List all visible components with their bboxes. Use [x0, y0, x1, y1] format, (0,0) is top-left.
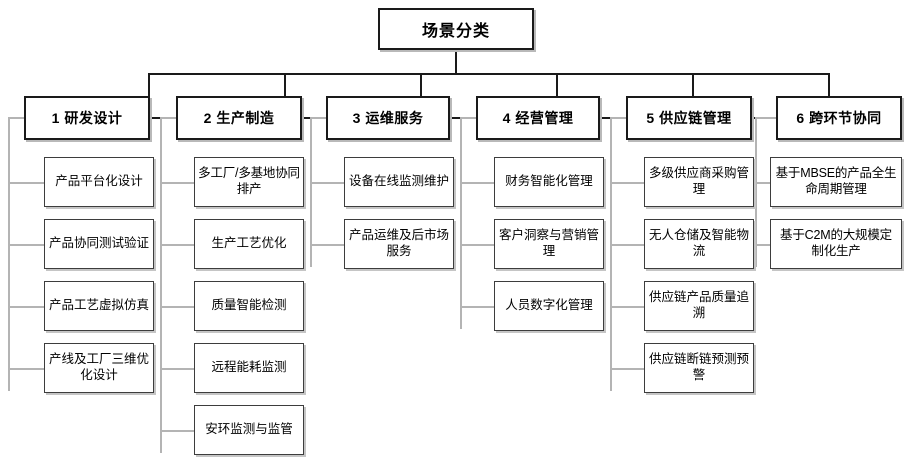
connector-drop-col-6 [828, 73, 830, 118]
connector-child-trunk-col-3 [310, 117, 312, 267]
connector-child-stub-2-5 [160, 430, 194, 432]
leaf-box-6-1[interactable]: 基于MBSE的产品全生命周期管理 [770, 157, 902, 207]
leaf-box-1-1[interactable]: 产品平台化设计 [44, 157, 154, 207]
connector-child-stub-6-2 [755, 244, 770, 246]
leaf-box-4-3[interactable]: 人员数字化管理 [494, 281, 604, 331]
connector-child-stub-5-3 [610, 306, 644, 308]
leaf-box-5-4[interactable]: 供应链断链预测预警 [644, 343, 754, 393]
connector-drop-col-5 [692, 73, 694, 118]
connector-child-stub-5-1 [610, 182, 644, 184]
connector-child-entry-col-3 [310, 117, 326, 119]
category-box-1[interactable]: 1 研发设计 [24, 96, 150, 140]
connector-child-stub-2-2 [160, 244, 194, 246]
category-box-4[interactable]: 4 经营管理 [476, 96, 600, 140]
connector-child-entry-col-6 [755, 117, 776, 119]
leaf-box-3-2[interactable]: 产品运维及后市场服务 [344, 219, 454, 269]
category-box-6[interactable]: 6 跨环节协同 [776, 96, 902, 140]
connector-child-stub-2-1 [160, 182, 194, 184]
connector-child-trunk-col-2 [160, 117, 162, 453]
connector-child-entry-col-2 [160, 117, 176, 119]
connector-child-stub-4-3 [460, 306, 494, 308]
connector-drop-col-2 [284, 73, 286, 118]
connector-child-trunk-col-5 [610, 117, 612, 391]
category-box-2[interactable]: 2 生产制造 [176, 96, 302, 140]
connector-child-stub-1-4 [8, 368, 44, 370]
leaf-box-4-1[interactable]: 财务智能化管理 [494, 157, 604, 207]
connector-child-entry-col-4 [460, 117, 476, 119]
connector-child-entry-col-1 [8, 117, 24, 119]
connector-child-stub-1-3 [8, 306, 44, 308]
connector-child-stub-5-2 [610, 244, 644, 246]
connector-child-trunk-col-4 [460, 117, 462, 329]
connector-child-stub-3-2 [310, 244, 344, 246]
leaf-box-1-4[interactable]: 产线及工厂三维优化设计 [44, 343, 154, 393]
connector-stub-col-2 [284, 117, 326, 119]
connector-drop-col-1 [148, 73, 150, 118]
connector-child-stub-1-1 [8, 182, 44, 184]
connector-child-entry-col-5 [610, 117, 626, 119]
leaf-box-2-1[interactable]: 多工厂/多基地协同排产 [194, 157, 304, 207]
leaf-box-2-4[interactable]: 远程能耗监测 [194, 343, 304, 393]
leaf-box-1-2[interactable]: 产品协同测试验证 [44, 219, 154, 269]
connector-child-trunk-col-1 [8, 117, 10, 391]
leaf-box-2-5[interactable]: 安环监测与监管 [194, 405, 304, 455]
leaf-box-5-3[interactable]: 供应链产品质量追溯 [644, 281, 754, 331]
category-box-3[interactable]: 3 运维服务 [326, 96, 450, 140]
connector-child-stub-6-1 [755, 182, 770, 184]
leaf-box-5-2[interactable]: 无人仓储及智能物流 [644, 219, 754, 269]
connector-drop-col-3 [420, 73, 422, 118]
leaf-box-2-2[interactable]: 生产工艺优化 [194, 219, 304, 269]
leaf-box-3-1[interactable]: 设备在线监测维护 [344, 157, 454, 207]
leaf-box-2-3[interactable]: 质量智能检测 [194, 281, 304, 331]
leaf-box-6-2[interactable]: 基于C2M的大规模定制化生产 [770, 219, 902, 269]
leaf-box-4-2[interactable]: 客户洞察与营销管理 [494, 219, 604, 269]
root-node-scenario-classification[interactable]: 场景分类 [378, 8, 534, 50]
leaf-box-5-1[interactable]: 多级供应商采购管理 [644, 157, 754, 207]
connector-drop-col-4 [556, 73, 558, 118]
connector-child-stub-2-3 [160, 306, 194, 308]
connector-main-bus [148, 73, 828, 75]
connector-child-stub-2-4 [160, 368, 194, 370]
category-box-5[interactable]: 5 供应链管理 [626, 96, 752, 140]
connector-child-stub-3-1 [310, 182, 344, 184]
connector-child-trunk-col-6 [755, 117, 757, 267]
connector-child-stub-1-2 [8, 244, 44, 246]
connector-child-stub-5-4 [610, 368, 644, 370]
connector-child-stub-4-2 [460, 244, 494, 246]
connector-root-stem [455, 50, 457, 74]
leaf-box-1-3[interactable]: 产品工艺虚拟仿真 [44, 281, 154, 331]
connector-child-stub-4-1 [460, 182, 494, 184]
